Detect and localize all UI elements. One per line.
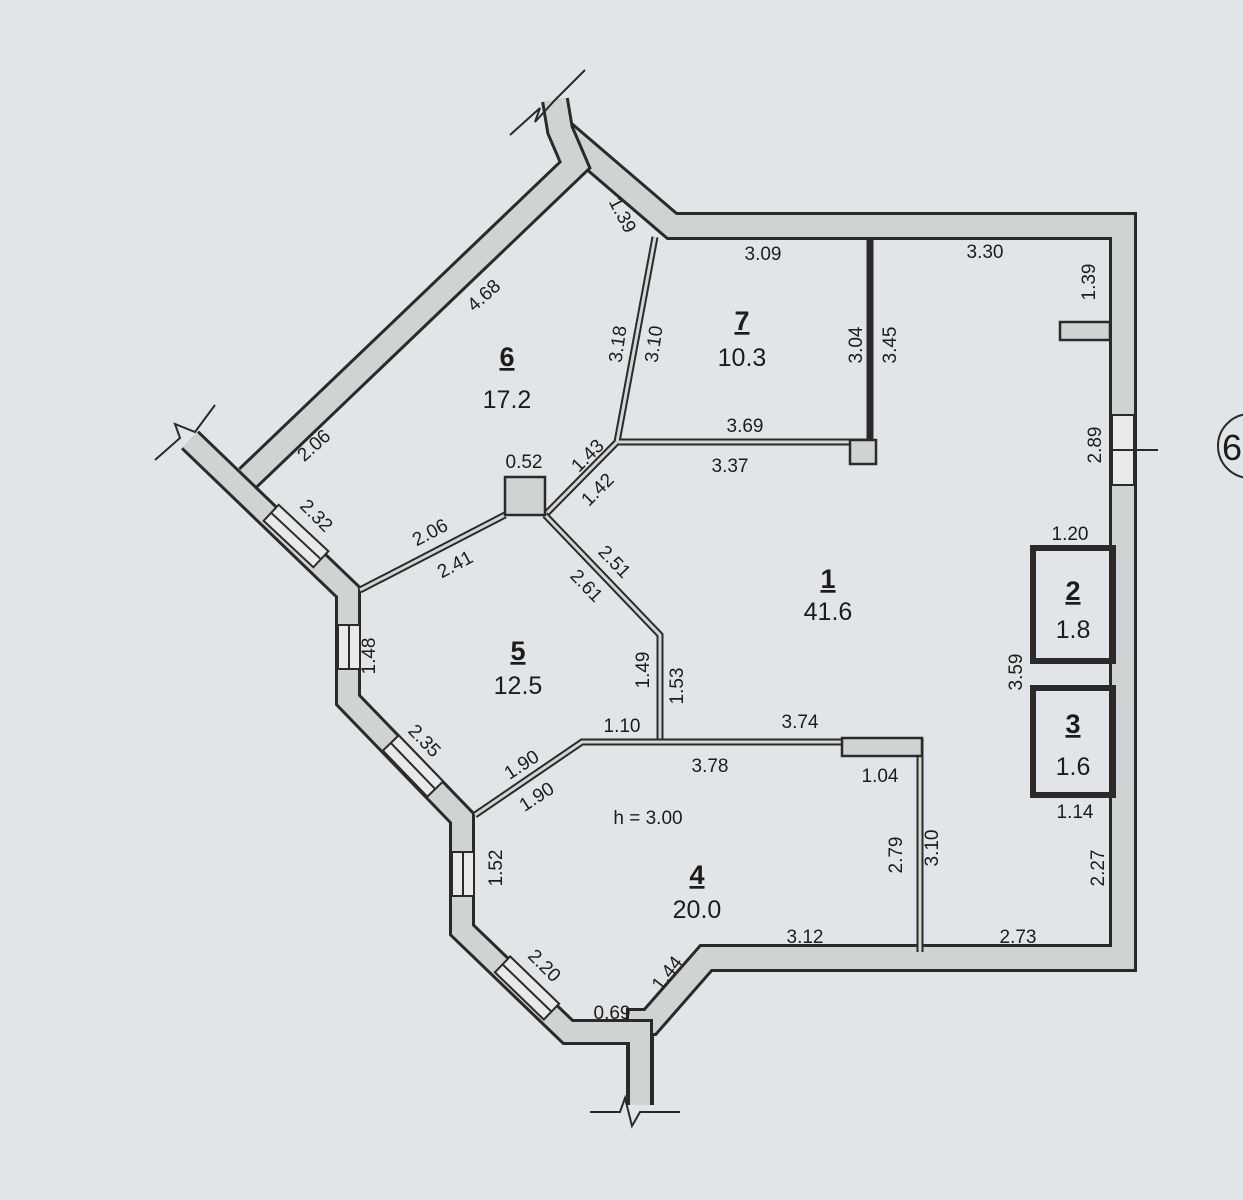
dimension: 2.73 bbox=[1000, 927, 1037, 948]
break-marks bbox=[154, 69, 680, 1129]
dimension: 3.04 bbox=[846, 326, 867, 363]
dimension: 1.49 bbox=[633, 652, 654, 689]
dimension: 2.27 bbox=[1088, 850, 1109, 887]
column bbox=[503, 475, 547, 517]
room-3-walls bbox=[1030, 685, 1116, 798]
room-4-area: 20.0 bbox=[673, 896, 722, 924]
wall-jog bbox=[1058, 320, 1112, 342]
room-2-number: 2 bbox=[1065, 576, 1080, 606]
room-1-number: 1 bbox=[820, 564, 835, 594]
room-4-number: 4 bbox=[689, 860, 704, 890]
dimension: 3.59 bbox=[1006, 654, 1027, 691]
dimension: 3.30 bbox=[967, 242, 1004, 263]
room-1-area: 41.6 bbox=[804, 598, 853, 626]
dimension: 3.10 bbox=[642, 324, 668, 364]
dimension: 3.74 bbox=[782, 712, 819, 733]
room-labels: 1 41.6 2 1.8 3 1.6 4 20.0 5 12.5 6 17.2 … bbox=[483, 306, 1091, 924]
dimension: 1.10 bbox=[604, 716, 641, 737]
axis-marker-label: 6 bbox=[1222, 427, 1242, 468]
dimension: 3.10 bbox=[922, 830, 943, 867]
dimension: 1.52 bbox=[486, 850, 507, 887]
axis-marker: 6 bbox=[1217, 413, 1243, 479]
dimension: 3.09 bbox=[745, 244, 782, 265]
room-6-area: 17.2 bbox=[483, 386, 532, 414]
dimension: 3.69 bbox=[727, 416, 764, 437]
dimension: 2.89 bbox=[1085, 427, 1106, 464]
dimension: 3.78 bbox=[692, 756, 729, 777]
dimension: 1.90 bbox=[501, 747, 543, 785]
room-5-area: 12.5 bbox=[494, 672, 543, 700]
column bbox=[840, 736, 924, 758]
room-7-area: 10.3 bbox=[718, 344, 767, 372]
dimension: 3.18 bbox=[606, 324, 632, 364]
dimension: 3.45 bbox=[880, 327, 901, 364]
room-5-number: 5 bbox=[510, 636, 525, 666]
dimension: 0.69 bbox=[594, 1003, 631, 1024]
room-6-number: 6 bbox=[499, 342, 514, 372]
dimension: 1.20 bbox=[1052, 524, 1089, 545]
dimension: 1.48 bbox=[359, 638, 380, 675]
ceiling-height: h = 3.00 bbox=[613, 808, 682, 829]
room-7-number: 7 bbox=[734, 306, 749, 336]
dimension: 3.37 bbox=[712, 456, 749, 477]
column bbox=[848, 438, 878, 466]
room-2-walls bbox=[1030, 545, 1116, 664]
windows bbox=[262, 414, 1158, 1021]
interior-walls bbox=[358, 236, 1116, 952]
dimension: 2.41 bbox=[434, 547, 477, 583]
dimension: 1.53 bbox=[667, 668, 688, 705]
dimension: 1.39 bbox=[1079, 264, 1100, 301]
room-3-number: 3 bbox=[1065, 709, 1080, 739]
dimension: 1.04 bbox=[862, 766, 899, 787]
dimension: 2.79 bbox=[886, 837, 907, 874]
dimension: 0.52 bbox=[506, 452, 543, 473]
room-2-area: 1.8 bbox=[1056, 616, 1091, 644]
dimension: 1.14 bbox=[1057, 802, 1094, 823]
dimension: 3.12 bbox=[787, 927, 824, 948]
room-3-area: 1.6 bbox=[1056, 753, 1091, 781]
